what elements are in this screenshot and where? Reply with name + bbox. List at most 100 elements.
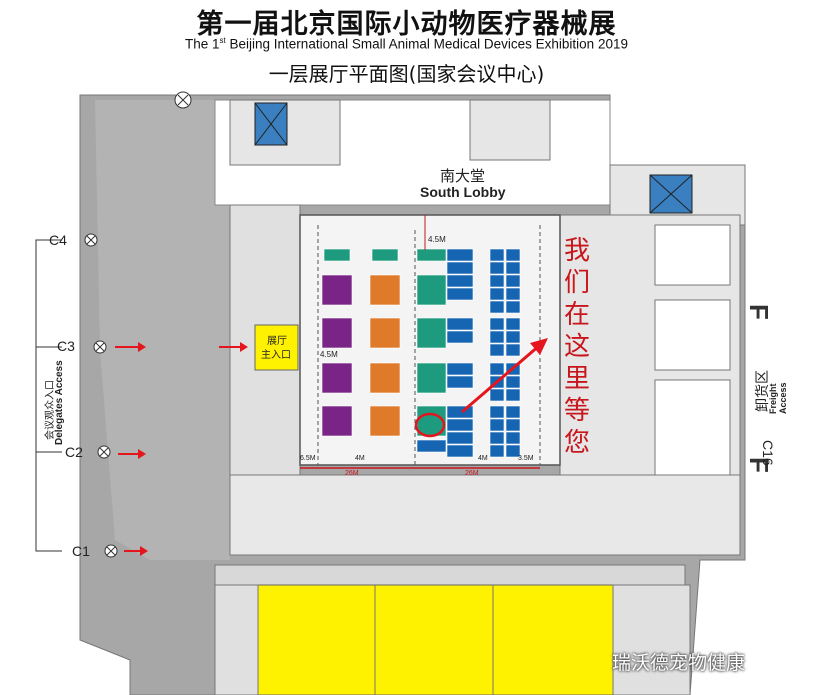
booth	[446, 248, 474, 262]
booth	[321, 274, 353, 306]
lower-right-service	[612, 584, 691, 695]
page-subtitle: The 1st Beijing International Small Anim…	[0, 36, 813, 52]
gate-c1: C1	[72, 543, 90, 559]
highlighted-booth-circle	[414, 412, 446, 438]
we-are-here-char: 在	[563, 300, 590, 330]
east-room-1	[654, 224, 731, 286]
booth	[321, 405, 353, 437]
you-are-here-arrow	[461, 338, 548, 414]
lower-hall-yellow	[257, 584, 614, 695]
subtitle-superscript: st	[219, 36, 226, 45]
dim-left: 4.5M	[320, 350, 338, 359]
south-lobby-en: South Lobby	[420, 184, 506, 200]
gate-c16: C16	[760, 440, 776, 466]
west-corridor	[95, 100, 230, 560]
booth	[446, 274, 474, 288]
booth	[369, 405, 401, 437]
booth	[369, 317, 401, 349]
booth	[446, 287, 474, 301]
gate-marker-c4	[84, 233, 98, 247]
lower-left-service	[214, 584, 259, 695]
delegates-en: Delegates Access	[54, 360, 65, 445]
gate-marker-c2	[97, 445, 111, 459]
booth	[321, 362, 353, 394]
booth	[489, 330, 505, 344]
booth	[416, 362, 447, 394]
booth	[505, 330, 521, 344]
booth	[505, 261, 521, 275]
south-lobby-cn: 南大堂	[440, 167, 486, 185]
booth	[489, 343, 505, 357]
booth	[505, 300, 521, 314]
booth	[446, 362, 474, 376]
hall-title: 一层展厅平面图(国家会议中心)	[268, 62, 545, 86]
east-room-3	[654, 379, 731, 481]
entrance-label-1: 展厅	[267, 336, 287, 347]
red-arrow-3	[118, 449, 146, 459]
booth	[505, 444, 521, 458]
booth	[489, 418, 505, 432]
booth	[369, 362, 401, 394]
we-are-here-char: 这	[563, 332, 590, 362]
we-are-here-char: 等	[563, 396, 590, 426]
booth	[446, 418, 474, 432]
f-mark-top: F	[744, 304, 774, 320]
booth	[489, 444, 505, 458]
booth	[489, 405, 505, 419]
subtitle-suffix: Beijing International Small Animal Medic…	[225, 36, 628, 52]
we-are-here-char: 里	[563, 364, 590, 394]
watermark: 瑞沃德宠物健康	[612, 652, 746, 674]
dim-top: 4.5M	[428, 235, 446, 244]
f-mark-bottom: F	[744, 457, 774, 473]
gate-marker-c3	[93, 340, 107, 354]
booth	[489, 300, 505, 314]
red-arrow-2	[219, 342, 248, 352]
booth	[505, 248, 521, 262]
dim-26b: 26M	[465, 470, 479, 477]
dim-4a: 4M	[355, 455, 365, 462]
booth	[505, 375, 521, 389]
south-lower-block	[214, 564, 686, 586]
entrance-label-2: 主入口	[261, 350, 291, 361]
red-arrow-4	[124, 546, 148, 556]
dim-65: 6.5M	[300, 455, 316, 462]
booth	[505, 431, 521, 445]
north-service-right	[469, 99, 551, 161]
booth	[505, 405, 521, 419]
booth	[505, 343, 521, 357]
booth	[369, 274, 401, 306]
dim-26a: 26M	[345, 470, 359, 477]
we-are-here-char: 您	[563, 428, 590, 458]
dim-35: 3.5M	[518, 455, 534, 462]
gate-c4: C4	[49, 232, 67, 248]
booth	[505, 317, 521, 331]
red-arrow-1	[115, 342, 146, 352]
booth	[416, 439, 447, 453]
booth	[323, 248, 351, 262]
we-are-here-char: 们	[563, 268, 590, 298]
dim-4b: 4M	[478, 455, 488, 462]
booth	[446, 317, 474, 331]
east-room-2	[654, 299, 731, 371]
booth	[489, 274, 505, 288]
booth	[446, 261, 474, 275]
gate-c3: C3	[57, 338, 75, 354]
booth	[446, 330, 474, 344]
booth	[446, 431, 474, 445]
freight-en: Freight Access	[768, 382, 788, 414]
booth	[489, 388, 505, 402]
main-entrance	[254, 324, 299, 371]
booth	[505, 274, 521, 288]
booth	[489, 287, 505, 301]
booth	[489, 431, 505, 445]
gate-marker-top	[174, 91, 192, 109]
booth	[416, 274, 447, 306]
subtitle-prefix: The 1	[185, 36, 220, 52]
gate-marker-c1	[104, 544, 118, 558]
page-title: 第一届北京国际小动物医疗器械展	[196, 9, 617, 40]
booth	[505, 418, 521, 432]
booth	[371, 248, 399, 262]
booth	[489, 362, 505, 376]
booth	[416, 317, 447, 349]
